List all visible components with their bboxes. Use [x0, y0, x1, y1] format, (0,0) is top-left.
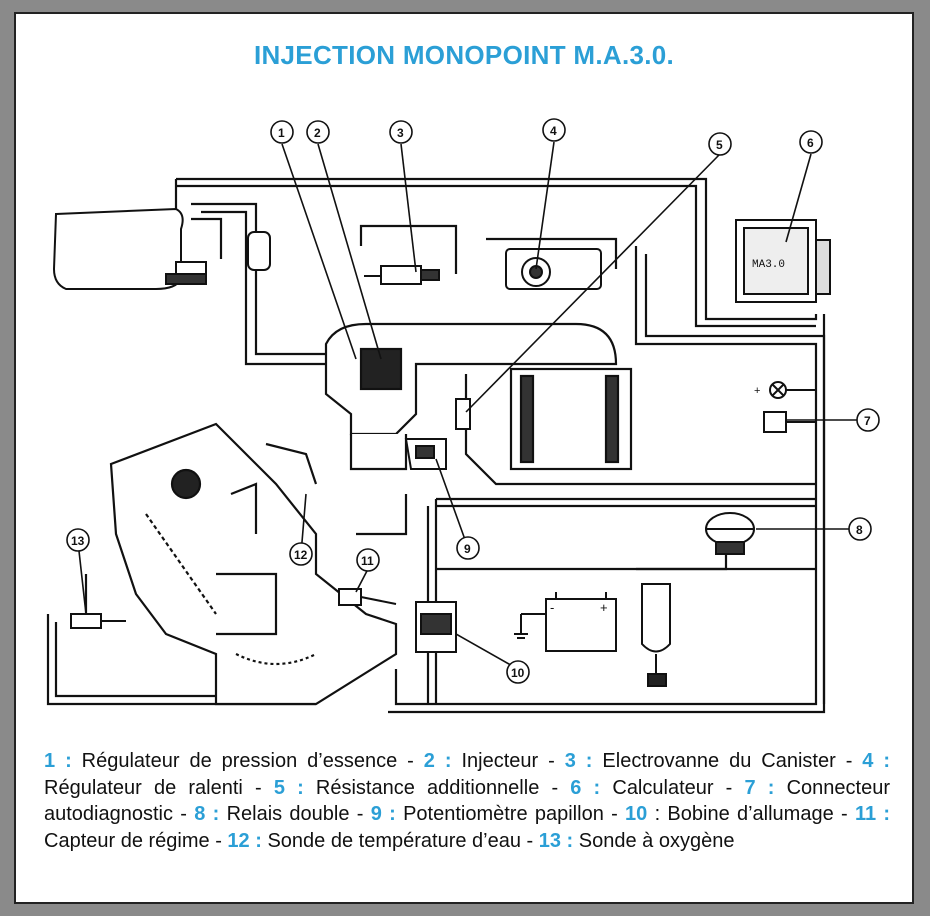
legend-number: 7 :: [744, 776, 775, 799]
svg-text:9: 9: [464, 542, 471, 556]
legend-text: Sonde à oxygène: [573, 829, 735, 852]
legend-number: 11 :: [854, 803, 891, 825]
ignition-switch: [641, 583, 671, 687]
diagnostic-connector: [763, 411, 816, 433]
legend-text: Calculateur -: [600, 776, 745, 799]
legend-text: : Bobine d’allumage -: [647, 803, 855, 825]
canister-solenoid: [364, 265, 440, 285]
legend-text: Potentiomètre papillon -: [395, 803, 626, 825]
callout-11: 11: [356, 548, 380, 572]
callout-5: 5: [708, 132, 732, 156]
svg-text:2: 2: [314, 126, 321, 140]
legend-text: Résistance additionnelle -: [303, 776, 571, 799]
legend-number: 8 :: [194, 803, 220, 825]
legend-text: Capteur de régime -: [44, 829, 228, 852]
callout-7: 7: [856, 408, 880, 432]
harness-sensor-line: [356, 494, 408, 536]
battery-minus: -: [550, 600, 554, 615]
legend-text: Régulateur de ralenti -: [44, 776, 274, 799]
legend-number: 12 :: [227, 829, 262, 852]
legend-text: Connecteur autodiagnostic -: [44, 776, 890, 826]
callout-12: 12: [289, 542, 313, 566]
harness-top: [176, 177, 818, 321]
svg-text:5: 5: [716, 138, 723, 152]
diagram-title: INJECTION MONOPOINT M.A.3.0.: [253, 40, 675, 70]
svg-text:11: 11: [361, 554, 374, 568]
svg-text:3: 3: [397, 126, 404, 140]
harness-mid: [394, 246, 818, 706]
fuel-line-3: [191, 217, 223, 259]
warning-lamp-icon: [769, 381, 816, 399]
legend-number: 5 :: [273, 776, 304, 799]
callout-10: 10: [506, 660, 530, 684]
callout-9: 9: [456, 536, 480, 560]
svg-text:1: 1: [278, 126, 285, 140]
ignition-coil: [415, 601, 457, 653]
svg-text:10: 10: [511, 666, 525, 680]
harness-canister: [359, 224, 458, 274]
air-filter: [509, 367, 633, 471]
svg-text:8: 8: [856, 523, 863, 537]
legend-number: 9 :: [370, 803, 396, 825]
fuel-line-2: [201, 210, 336, 366]
legend-text: Régulateur de pression d’essence -: [71, 750, 424, 772]
wiring-diagram: MA3.0 + - +: [46, 118, 880, 714]
fuel-line-1: [191, 202, 326, 356]
callout-1: 1: [270, 120, 294, 144]
idle-regulator: [505, 248, 602, 290]
speed-sensor: [338, 588, 397, 606]
svg-text:4: 4: [550, 124, 557, 138]
fuel-tank: [52, 207, 207, 290]
legend-number: 1 :: [44, 750, 72, 772]
calculator-label: MA3.0: [752, 259, 785, 271]
svg-text:7: 7: [864, 414, 871, 428]
legend-number: 13 :: [538, 829, 574, 852]
lamp-plus-label: +: [754, 385, 760, 397]
throttle-body: [324, 322, 618, 471]
diagram-frame: INJECTION MONOPOINT M.A.3.0.: [14, 12, 914, 904]
callout-4: 4: [542, 118, 566, 142]
callout-8: 8: [848, 517, 872, 541]
svg-text:12: 12: [294, 548, 308, 562]
legend-text: Injecteur -: [451, 750, 565, 772]
callout-13: 13: [66, 528, 90, 552]
callout-2: 2: [306, 120, 330, 144]
legend-number: 6 :: [570, 776, 601, 799]
engine-block: [109, 422, 398, 706]
battery-plus: +: [600, 600, 608, 615]
oxygen-sensor: [70, 613, 126, 629]
svg-text:13: 13: [71, 534, 85, 548]
callout-3: 3: [389, 120, 413, 144]
battery: [514, 592, 617, 652]
legend-text: Relais double -: [219, 803, 371, 825]
double-relay: [705, 512, 755, 555]
fuel-filter: [247, 231, 271, 271]
legend-number: 3 :: [564, 750, 593, 772]
legend-number: 10: [625, 803, 648, 825]
legend-number: 4 :: [862, 750, 891, 772]
callout-6: 6: [799, 130, 823, 154]
throttle-potentiometer: [404, 438, 447, 470]
legend-text: Sonde de température d’eau -: [261, 829, 539, 852]
calculator-ecu: MA3.0: [735, 219, 831, 303]
legend-text: Electrovanne du Canister -: [592, 750, 863, 772]
additional-resistance: [455, 398, 471, 430]
legend-number: 2 :: [423, 750, 452, 772]
legend: 1 : Régulateur de pression d’essence - 2…: [44, 748, 890, 854]
svg-text:6: 6: [807, 136, 814, 150]
harness-upper: [176, 184, 816, 328]
